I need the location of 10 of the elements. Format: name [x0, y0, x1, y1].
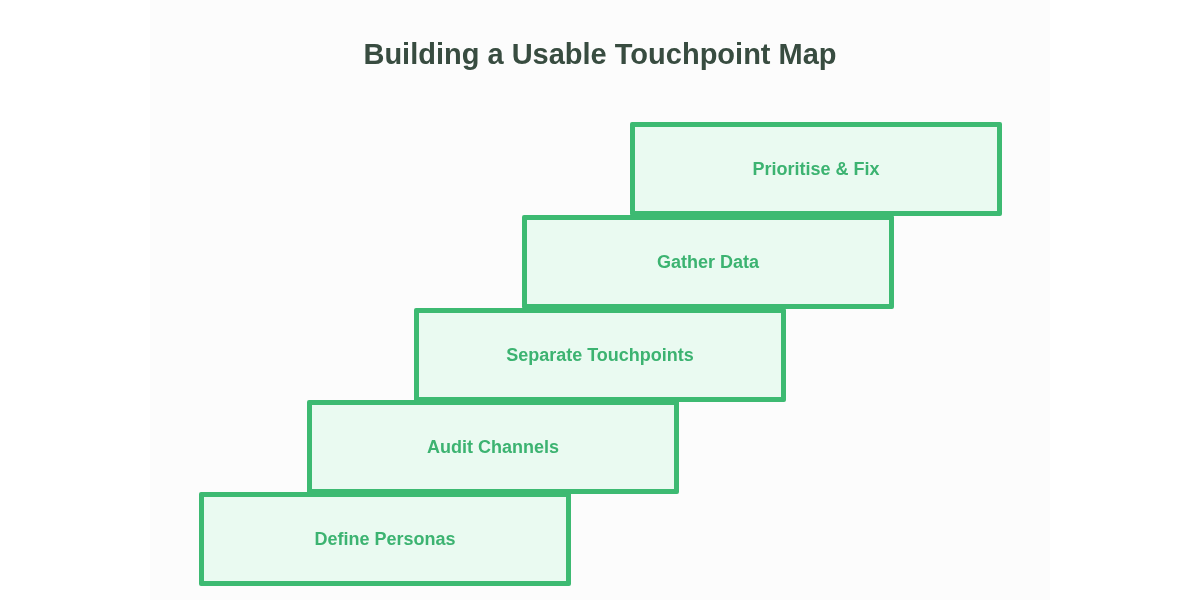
- step-label: Prioritise & Fix: [752, 158, 880, 180]
- step-box: [307, 400, 679, 494]
- step-box: [414, 308, 786, 402]
- step-box: [630, 122, 1002, 216]
- step-label: Audit Channels: [427, 436, 559, 458]
- step-label: Define Personas: [314, 528, 456, 550]
- diagram-title: Building a Usable Touchpoint Map: [363, 38, 837, 70]
- step-label: Separate Touchpoints: [506, 344, 694, 366]
- step-box: [199, 492, 571, 586]
- step-label: Gather Data: [656, 251, 759, 273]
